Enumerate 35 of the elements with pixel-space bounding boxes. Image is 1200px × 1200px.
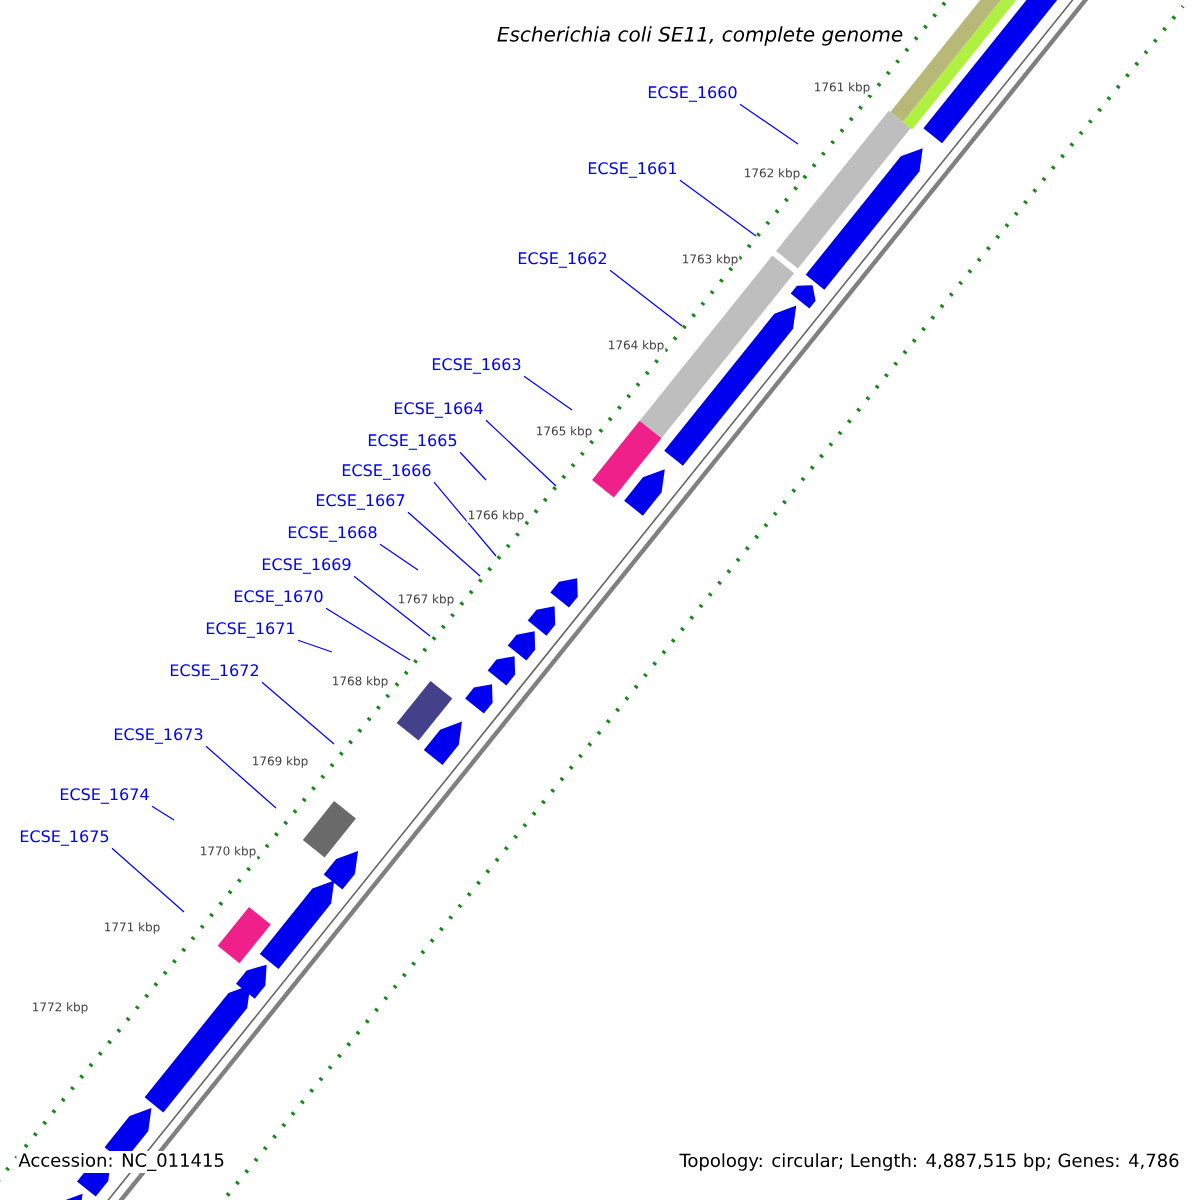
accession-text: Accession: NC_011415 xyxy=(16,1151,227,1173)
gene-label: ECSE_1671 xyxy=(206,622,295,638)
leader-line xyxy=(679,179,757,237)
leader-line xyxy=(485,419,557,487)
gene-label: ECSE_1662 xyxy=(518,252,606,268)
gene-label: ECSE_1673 xyxy=(114,728,203,744)
leader-line xyxy=(459,451,487,481)
gene-label: ECSE_1669 xyxy=(262,558,351,574)
leader-line xyxy=(325,607,411,661)
gene-label: ECSE_1663 xyxy=(432,358,521,374)
gene-label: ECSE_1674 xyxy=(60,788,149,804)
gene-label: ECSE_1666 xyxy=(342,464,431,480)
leader-line xyxy=(433,481,497,557)
leader-line xyxy=(111,847,185,913)
gene-label: ECSE_1660 xyxy=(648,86,737,102)
gene-label: ECSE_1665 xyxy=(368,434,457,450)
leader-line xyxy=(205,745,277,809)
leader-line xyxy=(379,543,419,571)
gene-label: ECSE_1664 xyxy=(394,402,483,418)
leader-line xyxy=(609,269,683,327)
gene-label: ECSE_1661 xyxy=(588,162,677,178)
leader-line xyxy=(739,103,799,145)
leader-line xyxy=(297,639,333,653)
gene-label: ECSE_1668 xyxy=(288,526,377,542)
leader-line xyxy=(353,575,431,637)
gene-label: ECSE_1667 xyxy=(316,494,405,510)
title: Escherichia coli SE11, complete genome xyxy=(497,26,903,46)
gene-label: ECSE_1670 xyxy=(234,590,323,606)
leader-line xyxy=(261,681,335,745)
leader-line xyxy=(151,805,175,821)
leader-line xyxy=(523,375,573,411)
gene-label: ECSE_1675 xyxy=(20,830,109,846)
gene-label: ECSE_1672 xyxy=(170,664,258,680)
genome-info-text: Topology: circular; Length: 4,887,515 bp; Genes: 4,786 xyxy=(679,1153,1179,1171)
leader-line xyxy=(407,511,481,577)
